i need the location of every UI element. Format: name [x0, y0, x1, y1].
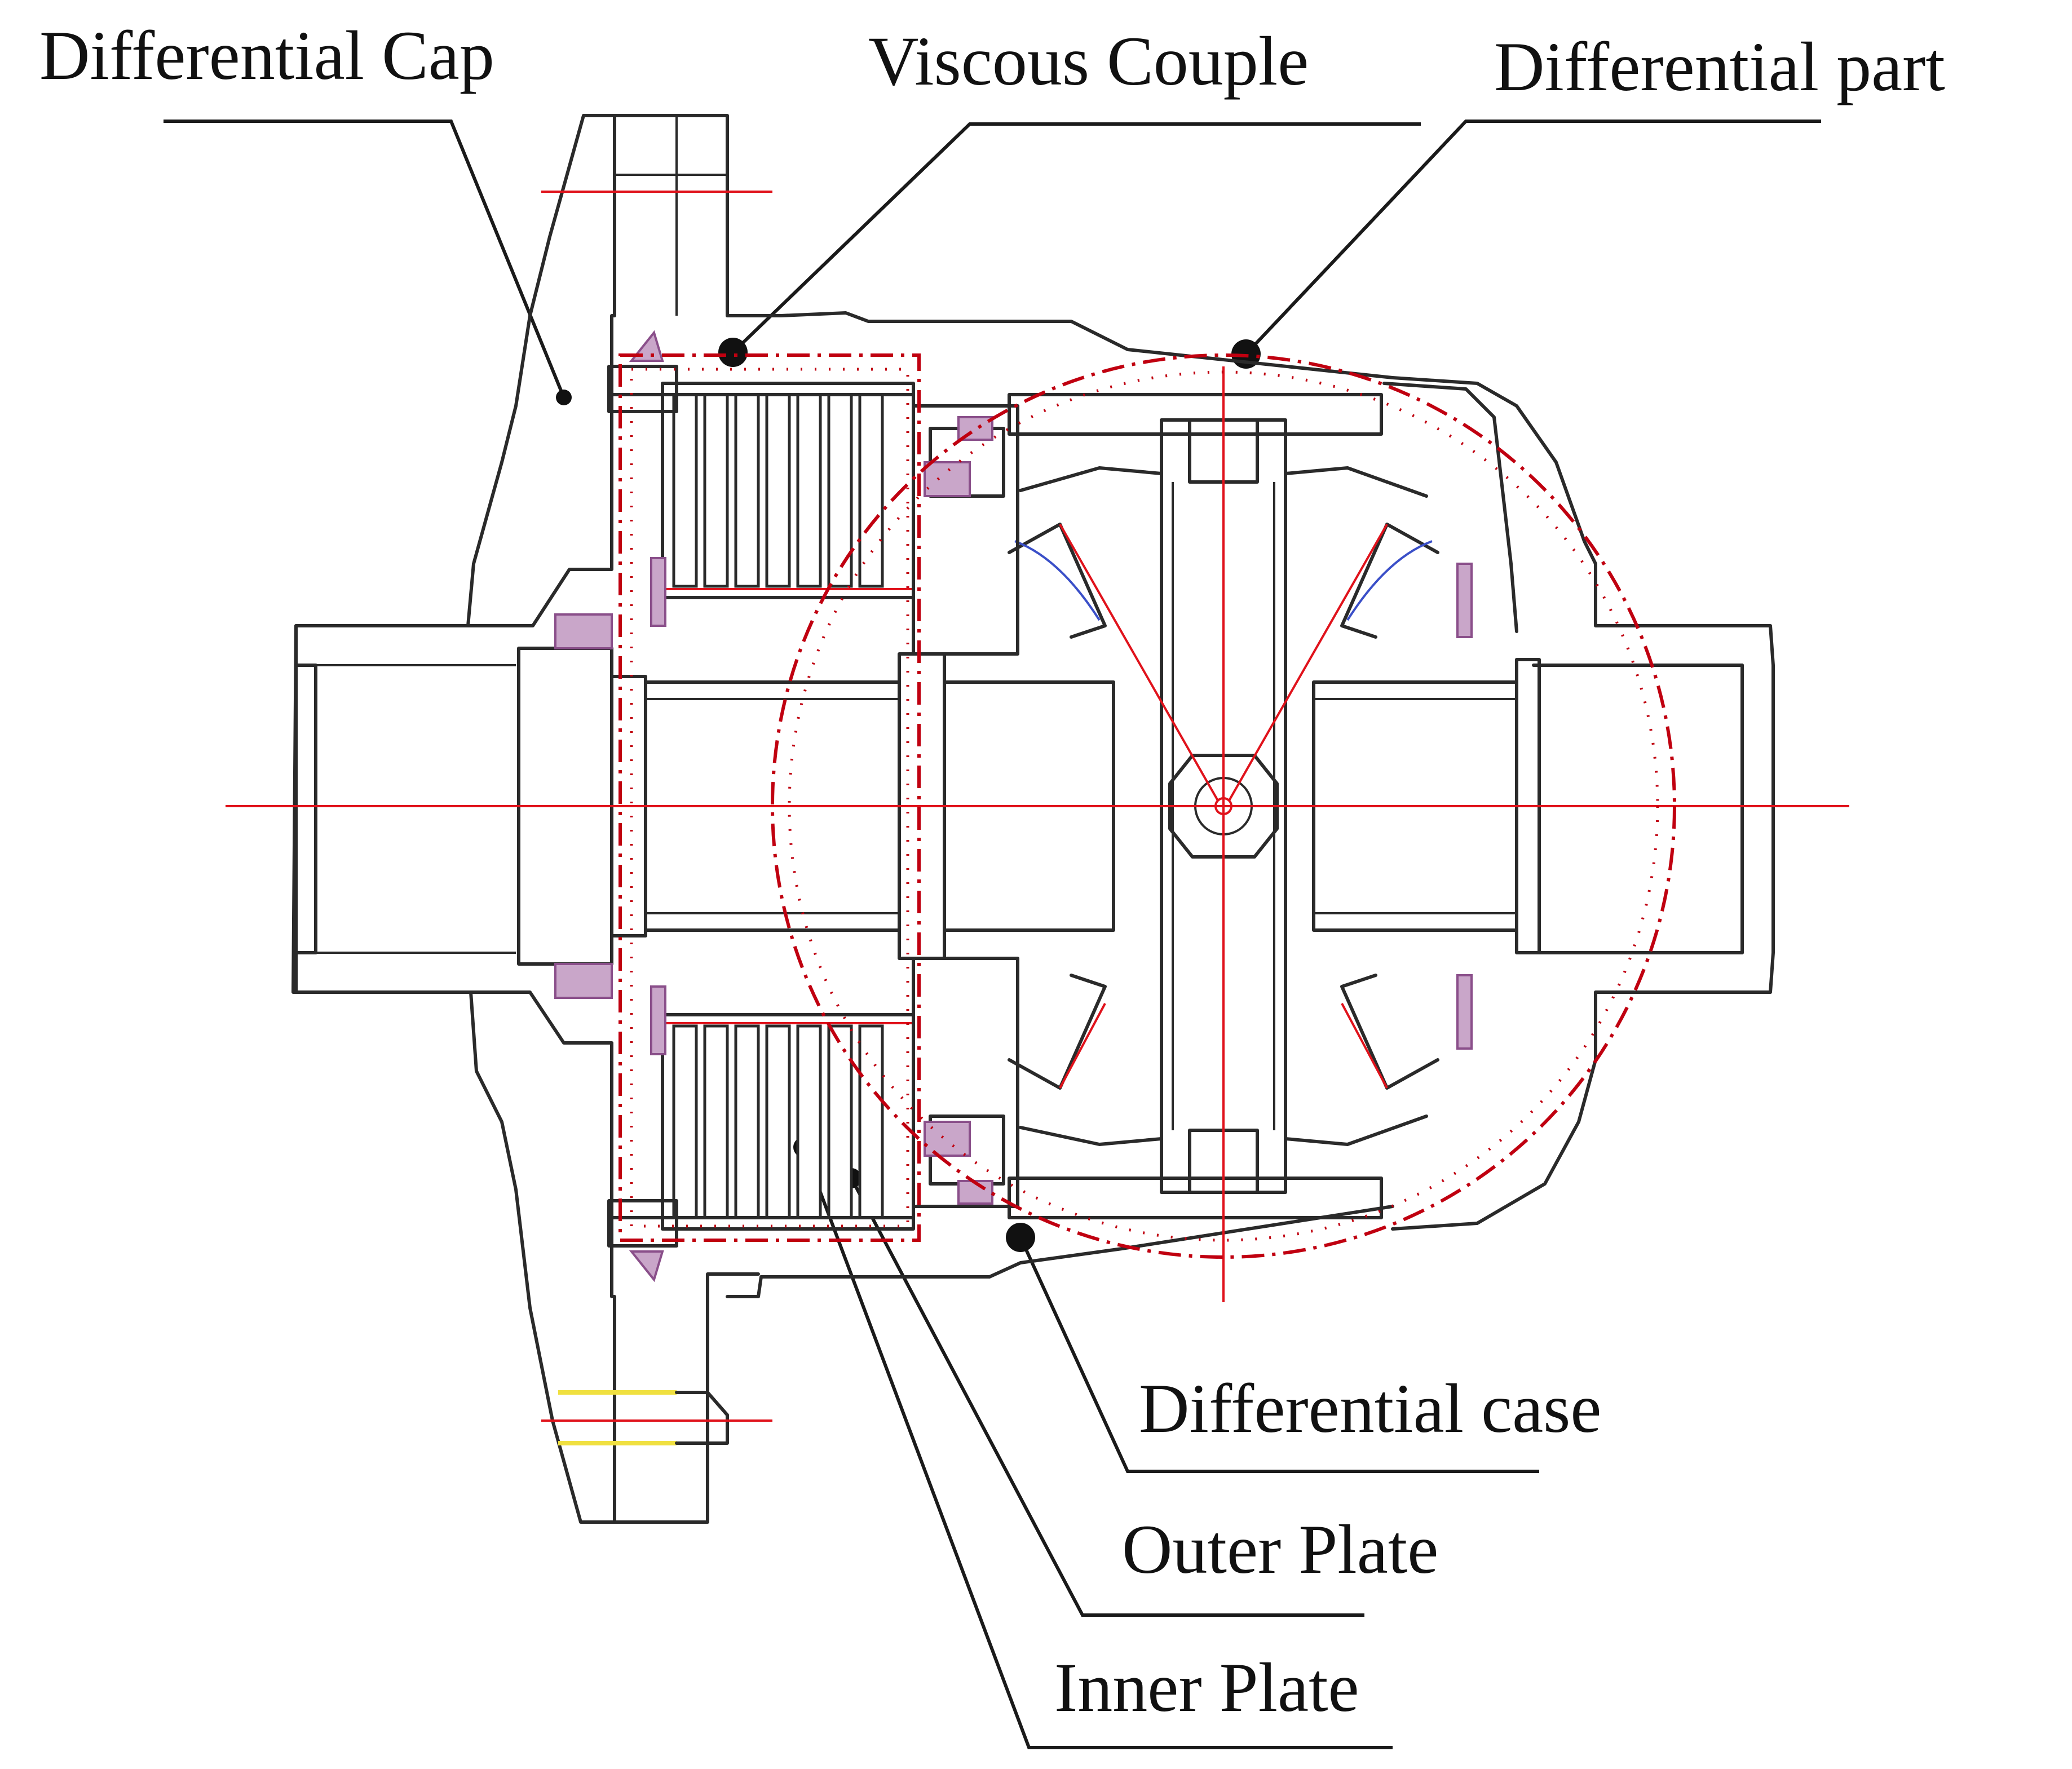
- bolts: [558, 365, 729, 1445]
- label-differential-cap: Differential Cap: [39, 17, 494, 94]
- leader-viscous-couple: [718, 122, 1421, 367]
- label-viscous-couple: Viscous Couple: [868, 23, 1309, 100]
- differential-case: [1008, 376, 1775, 1231]
- centerlines: [226, 191, 1849, 1422]
- leader-differential-cap: [164, 120, 572, 405]
- label-inner-plate: Inner Plate: [1054, 1649, 1359, 1726]
- label-outer-plate: Outer Plate: [1122, 1511, 1438, 1588]
- differential-cap: [291, 114, 1394, 1524]
- leader-differential-case: [1006, 1223, 1539, 1473]
- viscous-couple-inner-boundary: [630, 368, 909, 1228]
- leader-differential-part: [1231, 120, 1821, 369]
- label-differential-case: Differential case: [1139, 1370, 1601, 1447]
- viscous-coupling-top: [607, 382, 1019, 656]
- differential-part-inner-boundary: [788, 370, 1659, 1242]
- pinion-gears: [1008, 466, 1439, 1146]
- seals: [554, 330, 1473, 1282]
- label-differential-part: Differential part: [1494, 28, 1945, 105]
- viscous-couple-boundary: [618, 353, 921, 1242]
- viscous-coupling-bottom: [607, 957, 1019, 1231]
- differential-part-boundary: [771, 353, 1676, 1259]
